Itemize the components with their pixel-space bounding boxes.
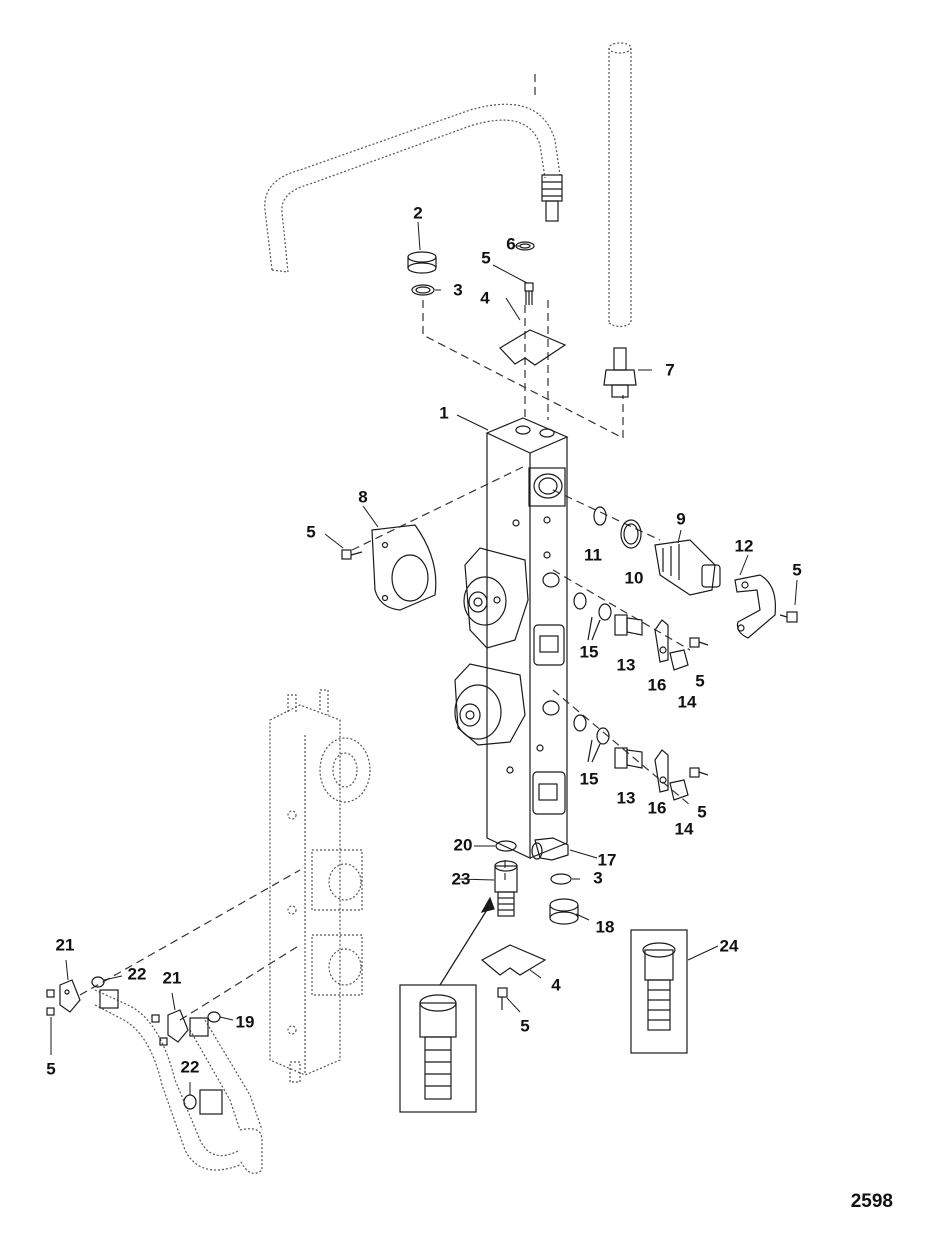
callout-23: 23 xyxy=(451,869,471,889)
upper-hose xyxy=(264,103,561,273)
part-oring-22-right xyxy=(183,1094,197,1110)
manifold-cylinder-upper xyxy=(463,547,529,649)
callout-5: 5 xyxy=(306,522,316,542)
callout-4: 4 xyxy=(480,288,490,308)
part-elbow-fitting-lower xyxy=(199,1089,223,1115)
detail-box-23 xyxy=(399,984,477,1113)
part-nut-14-lower xyxy=(669,779,689,801)
callout-14: 14 xyxy=(677,692,697,712)
part-screw-5-upper-row xyxy=(689,637,709,648)
leader-lines xyxy=(50,221,798,1095)
part-oring-3-lower xyxy=(550,873,572,885)
callout-13: 13 xyxy=(616,788,636,808)
manifold-connector-upper xyxy=(533,624,565,666)
part-manifold-1 xyxy=(485,417,569,859)
part-hose-fitting-left xyxy=(99,989,119,1009)
arrowhead xyxy=(480,896,495,913)
part-screw-5-lower-row xyxy=(689,767,709,778)
manifold-connector-lower xyxy=(532,771,566,815)
callout-13: 13 xyxy=(616,655,636,675)
part-plug-2 xyxy=(407,251,437,274)
part-bracket-4-bottom xyxy=(480,944,547,976)
callout-22: 22 xyxy=(180,1057,200,1077)
part-bracket-4-top xyxy=(499,329,567,366)
phantom-lower-hose xyxy=(94,989,263,1174)
part-screw-5-right-top xyxy=(779,611,798,623)
part-bracket-21-right xyxy=(167,1009,189,1043)
part-oring-15-upper xyxy=(573,592,612,641)
callout-10: 10 xyxy=(624,568,644,588)
callout-1: 1 xyxy=(439,403,449,423)
part-clip-16-upper xyxy=(654,619,669,663)
leader-arrow-detail xyxy=(439,904,491,986)
part-screw-5-bottom xyxy=(497,987,508,1010)
callout-16: 16 xyxy=(647,675,667,695)
callout-5: 5 xyxy=(697,802,707,822)
callout-22: 22 xyxy=(127,964,147,984)
part-screw-5-left xyxy=(341,549,363,560)
part-valve-13-upper xyxy=(614,614,643,636)
callout-20: 20 xyxy=(453,835,473,855)
callout-3: 3 xyxy=(593,868,603,888)
part-fitting-23 xyxy=(494,860,518,917)
callout-9: 9 xyxy=(676,509,686,529)
callout-24: 24 xyxy=(719,936,739,956)
part-fitting-7 xyxy=(603,347,637,398)
part-oring-22-left xyxy=(91,976,105,988)
part-nut-14-upper xyxy=(669,649,689,671)
callout-8: 8 xyxy=(358,487,368,507)
part-seal-10 xyxy=(620,519,642,549)
detail-box-24 xyxy=(630,929,688,1054)
part-screw-5-mid-left xyxy=(151,1014,168,1046)
part-gasket-8 xyxy=(371,524,437,611)
manifold-cylinder-lower xyxy=(454,663,526,746)
callout-7: 7 xyxy=(665,360,675,380)
part-bracket-21-left xyxy=(59,979,81,1013)
part-plug-18 xyxy=(549,898,579,925)
callout-21: 21 xyxy=(55,935,75,955)
part-sensor-9 xyxy=(654,539,721,596)
callout-5: 5 xyxy=(695,671,705,691)
callout-15: 15 xyxy=(579,769,599,789)
part-oring-20 xyxy=(495,840,517,852)
part-bracket-12 xyxy=(734,574,777,639)
callout-19: 19 xyxy=(235,1012,255,1032)
part-screw-5-lower-left xyxy=(46,989,55,1016)
callout-18: 18 xyxy=(595,917,615,937)
part-screw-5-top xyxy=(524,282,534,305)
callout-12: 12 xyxy=(734,536,754,556)
callout-5: 5 xyxy=(481,248,491,268)
part-oring-15-lower xyxy=(573,714,610,763)
callout-21: 21 xyxy=(162,968,182,988)
callout-4: 4 xyxy=(551,975,561,995)
part-hose-fitting-right xyxy=(189,1017,209,1037)
callout-14: 14 xyxy=(674,819,694,839)
callout-5: 5 xyxy=(792,560,802,580)
phantom-manifold xyxy=(269,689,371,1083)
callout-5: 5 xyxy=(520,1016,530,1036)
part-valve-13-lower xyxy=(614,747,643,769)
callout-15: 15 xyxy=(579,642,599,662)
callout-5: 5 xyxy=(46,1059,56,1079)
figure-number: 2598 xyxy=(850,1191,893,1212)
part-oring-3-upper xyxy=(411,284,435,296)
part-elbow-17 xyxy=(531,837,569,861)
vertical-hose xyxy=(608,42,632,328)
part-oring-19 xyxy=(207,1011,221,1023)
callout-2: 2 xyxy=(413,203,423,223)
callout-11: 11 xyxy=(584,545,602,565)
upper-hose-fitting xyxy=(541,174,563,222)
part-oring-11 xyxy=(593,506,607,526)
callout-16: 16 xyxy=(647,798,667,818)
part-clip-16-lower xyxy=(654,749,669,793)
callout-3: 3 xyxy=(453,280,463,300)
callout-6: 6 xyxy=(506,234,516,254)
callout-17: 17 xyxy=(597,850,617,870)
